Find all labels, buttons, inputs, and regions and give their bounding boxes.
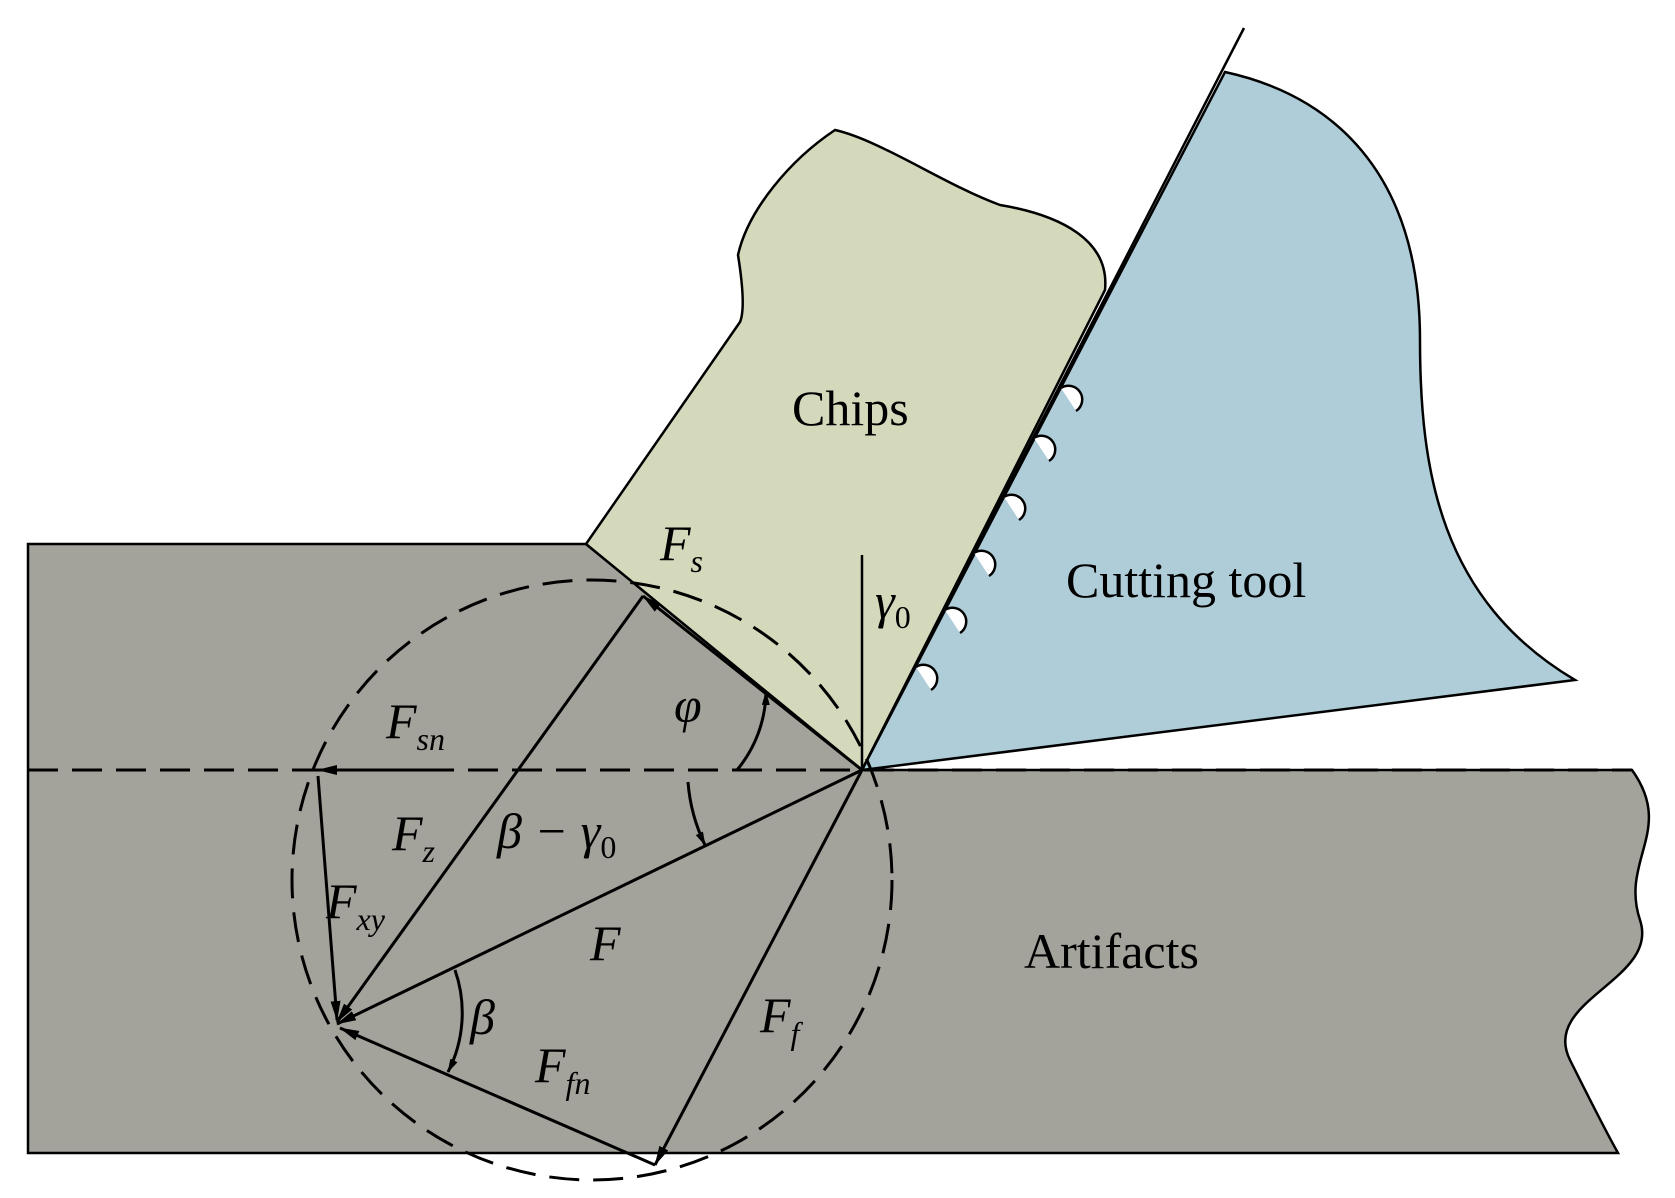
vector-F	[336, 768, 863, 1026]
label-F: F	[589, 915, 621, 971]
rake-face-line	[860, 27, 1246, 771]
cutting-tool-region	[859, 70, 1579, 772]
vector-Ff	[653, 769, 864, 1166]
vector-Fxy	[316, 775, 341, 1021]
label-Fsn: Fsn	[385, 693, 445, 757]
vector-Fs	[642, 594, 863, 772]
label-Fxy: Fxy	[325, 873, 386, 937]
angle-arc-phi	[735, 691, 770, 771]
vector-Ffn	[339, 1026, 656, 1167]
label-Fs: Fs	[659, 515, 703, 579]
force-circle	[290, 578, 894, 1182]
rake-face-bumps	[915, 384, 1084, 692]
vector-Fz	[335, 595, 645, 1023]
label-chips: Chips	[792, 380, 909, 436]
label-Ffn: Ffn	[534, 1037, 590, 1101]
angle-arc-beta-minus-gamma	[686, 781, 707, 846]
label-beta-minus-gamma: β − γ0	[496, 803, 616, 865]
label-artifacts: Artifacts	[1024, 923, 1199, 979]
chips-region	[584, 128, 1107, 772]
workpiece-region	[26, 542, 1651, 1155]
label-beta: β	[469, 989, 495, 1045]
label-Fz: Fz	[391, 805, 436, 869]
angle-arc-beta	[446, 969, 464, 1073]
label-phi: φ	[674, 677, 702, 733]
label-gamma0: γ0	[875, 573, 911, 635]
label-cutting-tool: Cutting tool	[1066, 552, 1306, 608]
